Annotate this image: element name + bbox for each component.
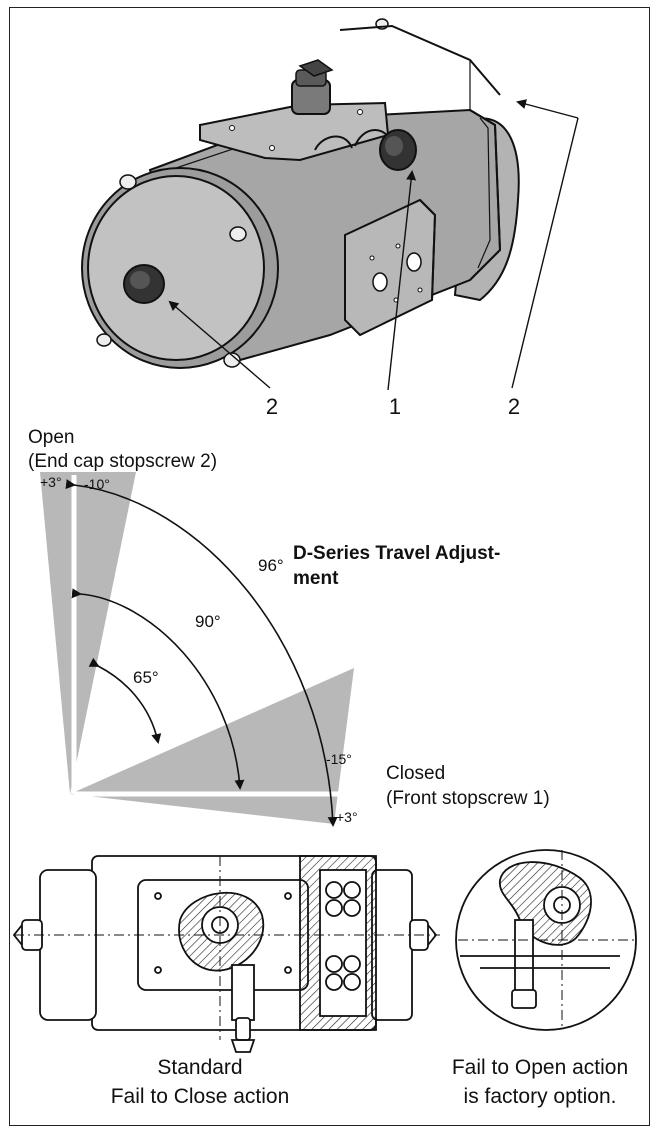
open-tolerance-wedge bbox=[40, 472, 136, 794]
standard-section-drawing bbox=[12, 855, 440, 1053]
callout-2-right: 2 bbox=[508, 394, 520, 419]
option-detail-drawing bbox=[455, 849, 637, 1031]
open-label-line1: Open bbox=[28, 427, 74, 448]
angle-90: 90° bbox=[195, 612, 221, 631]
travel-adjustment-diagram bbox=[40, 472, 380, 827]
actuator-illustration bbox=[81, 18, 579, 391]
open-label-line2: (End cap stopscrew 2) bbox=[28, 451, 217, 472]
figure-frame bbox=[9, 7, 650, 1126]
caption-option-line2: is factory option. bbox=[464, 1085, 617, 1108]
arc-96 bbox=[65, 479, 338, 827]
arc-65 bbox=[88, 657, 162, 744]
diagram-title-line2: ment bbox=[293, 568, 339, 589]
caption-option-line1: Fail to Open action bbox=[452, 1056, 628, 1079]
caption-standard-line2: Fail to Close action bbox=[111, 1085, 290, 1108]
angle-minus15: -15° bbox=[326, 751, 352, 767]
callout-2-left: 2 bbox=[266, 394, 278, 419]
arc-90 bbox=[71, 588, 245, 790]
caption-standard-line1: Standard bbox=[157, 1056, 242, 1079]
callout-1: 1 bbox=[389, 394, 401, 419]
diagram-title-line1: D-Series Travel Adjust- bbox=[293, 543, 500, 564]
closed-label-line2: (Front stopscrew 1) bbox=[386, 788, 550, 809]
angle-96: 96° bbox=[258, 556, 284, 575]
angle-plus3-bottom: +3° bbox=[336, 809, 358, 825]
closed-tolerance-wedge bbox=[70, 668, 354, 824]
angle-65: 65° bbox=[133, 668, 159, 687]
angle-plus3-top: +3° bbox=[40, 474, 62, 490]
angle-minus10: -10° bbox=[84, 476, 110, 492]
closed-label-line1: Closed bbox=[386, 763, 445, 784]
